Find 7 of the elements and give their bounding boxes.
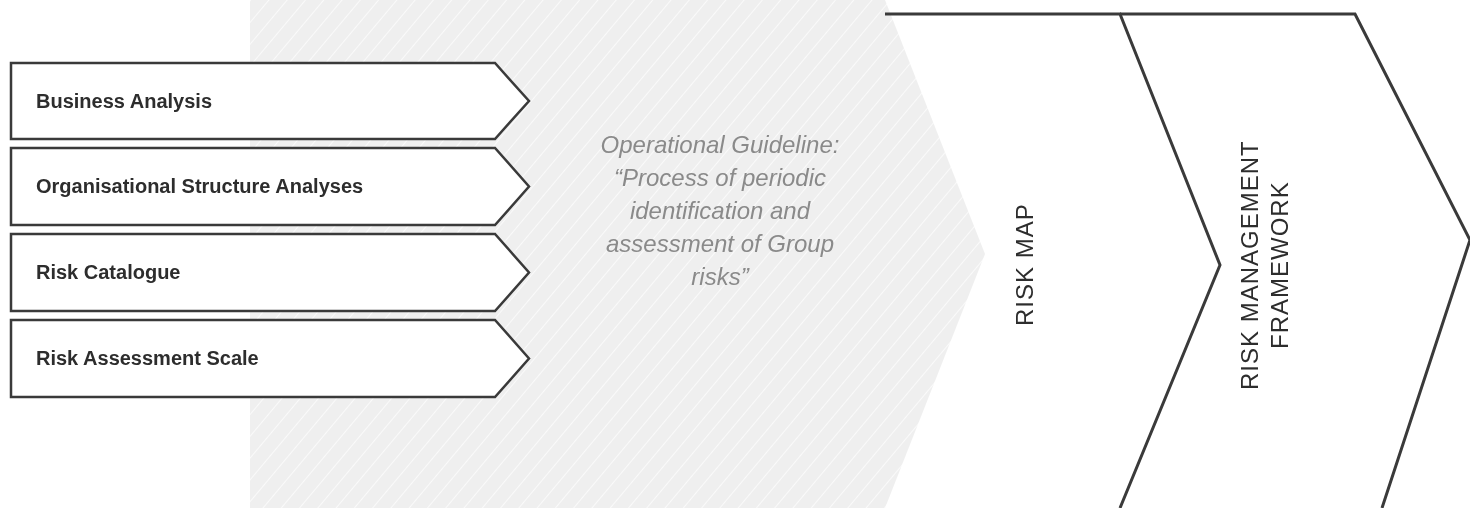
stage-label: Risk Catalogue xyxy=(36,261,181,284)
stage-label: Business Analysis xyxy=(36,89,212,113)
stage-label: RISK MAP xyxy=(1011,203,1038,327)
stage-label: RISK MANAGEMENT FRAMEWORK xyxy=(1236,140,1293,390)
guideline-text: Operational Guideline: “Process of periodic identification and assessment of Group risks” xyxy=(600,131,840,290)
stage-label: Risk Assessment Scale xyxy=(36,347,259,370)
stage-label: Organisational Structure Analyses xyxy=(36,175,364,198)
